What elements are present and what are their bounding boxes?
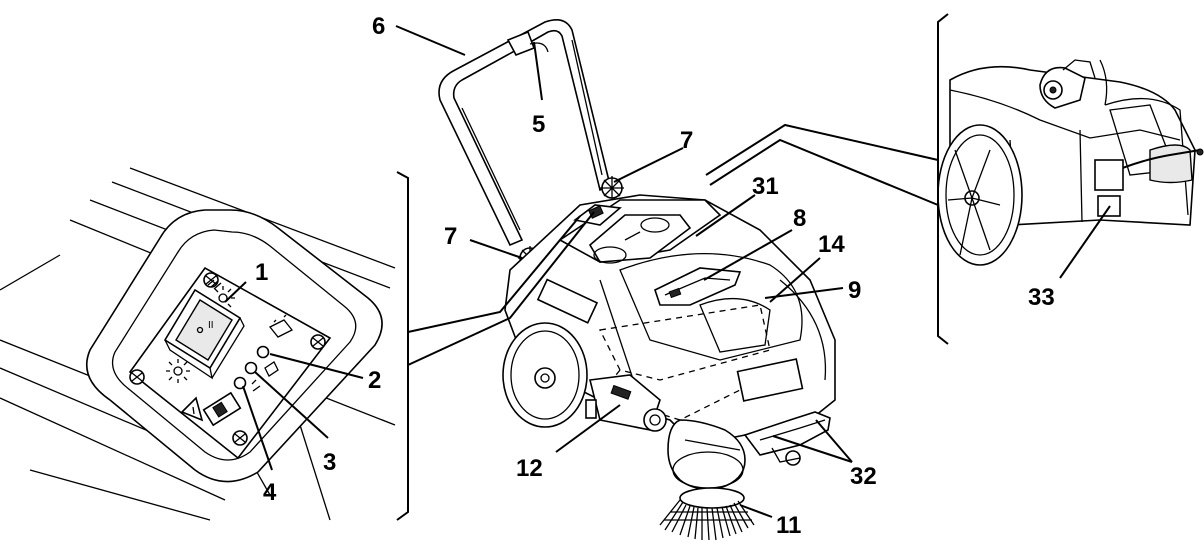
callout-4: 4 [263, 479, 277, 506]
callout-5: 5 [532, 111, 545, 138]
front-bumper [743, 411, 831, 466]
power-cord-plug [1196, 148, 1204, 156]
indicator-light-hopper [244, 361, 279, 377]
indicator-light-battery [256, 345, 270, 359]
callout-32: 32 [850, 463, 877, 490]
callout-leaders [224, 25, 1111, 518]
callout-labels: 1 2 3 4 5 6 7 7 8 9 11 12 14 31 32 33 [255, 13, 1055, 539]
battery-symbol [268, 314, 294, 338]
rear-wheel [937, 124, 1023, 266]
callout-8: 8 [793, 205, 806, 232]
callout-3: 3 [323, 449, 336, 476]
callout-11: 11 [776, 512, 801, 539]
callout-33: 33 [1028, 284, 1055, 311]
front-bracket [585, 399, 597, 419]
callout-1: 1 [255, 259, 268, 286]
top-tray [588, 214, 692, 263]
warning-manual-label [180, 391, 242, 427]
panel-screws [129, 272, 326, 446]
callout-7-left: 7 [444, 223, 457, 250]
hopper-cover [619, 252, 803, 361]
control-panel-detail: II [0, 167, 396, 521]
callout-12: 12 [516, 455, 543, 482]
light-symbol-left [166, 359, 190, 383]
rear-handle-knob [1039, 59, 1108, 109]
side-label [536, 278, 599, 324]
brush-symbol [207, 279, 222, 290]
light-symbol-top [214, 286, 235, 308]
rear-view-detail [937, 59, 1204, 266]
handle-knob-right [600, 176, 624, 200]
connector-lines [407, 123, 939, 366]
switch-label-off-mark [196, 326, 204, 334]
side-brush [659, 487, 755, 541]
indicator-light-service [233, 376, 261, 392]
callout-6: 6 [372, 13, 385, 40]
callout-9: 9 [848, 277, 861, 304]
side-brush-arm [667, 419, 746, 490]
charger-connector [1094, 159, 1124, 191]
front-label [736, 358, 804, 402]
handle-bar [438, 19, 611, 247]
motor-area [589, 374, 667, 432]
callout-7-top: 7 [680, 127, 693, 154]
callout-31: 31 [752, 173, 779, 200]
callout-2: 2 [368, 367, 381, 394]
left-detail-bracket [396, 171, 409, 521]
main-wheel [502, 322, 588, 428]
hopper-handle [654, 267, 742, 306]
sweeper-machine [438, 19, 836, 541]
hopper-dashed-outline [599, 304, 771, 381]
main-power-switch[interactable]: II [163, 288, 245, 380]
callout-14: 14 [818, 231, 845, 258]
right-detail-bracket [937, 13, 949, 345]
switch-label-ii: II [208, 320, 214, 331]
